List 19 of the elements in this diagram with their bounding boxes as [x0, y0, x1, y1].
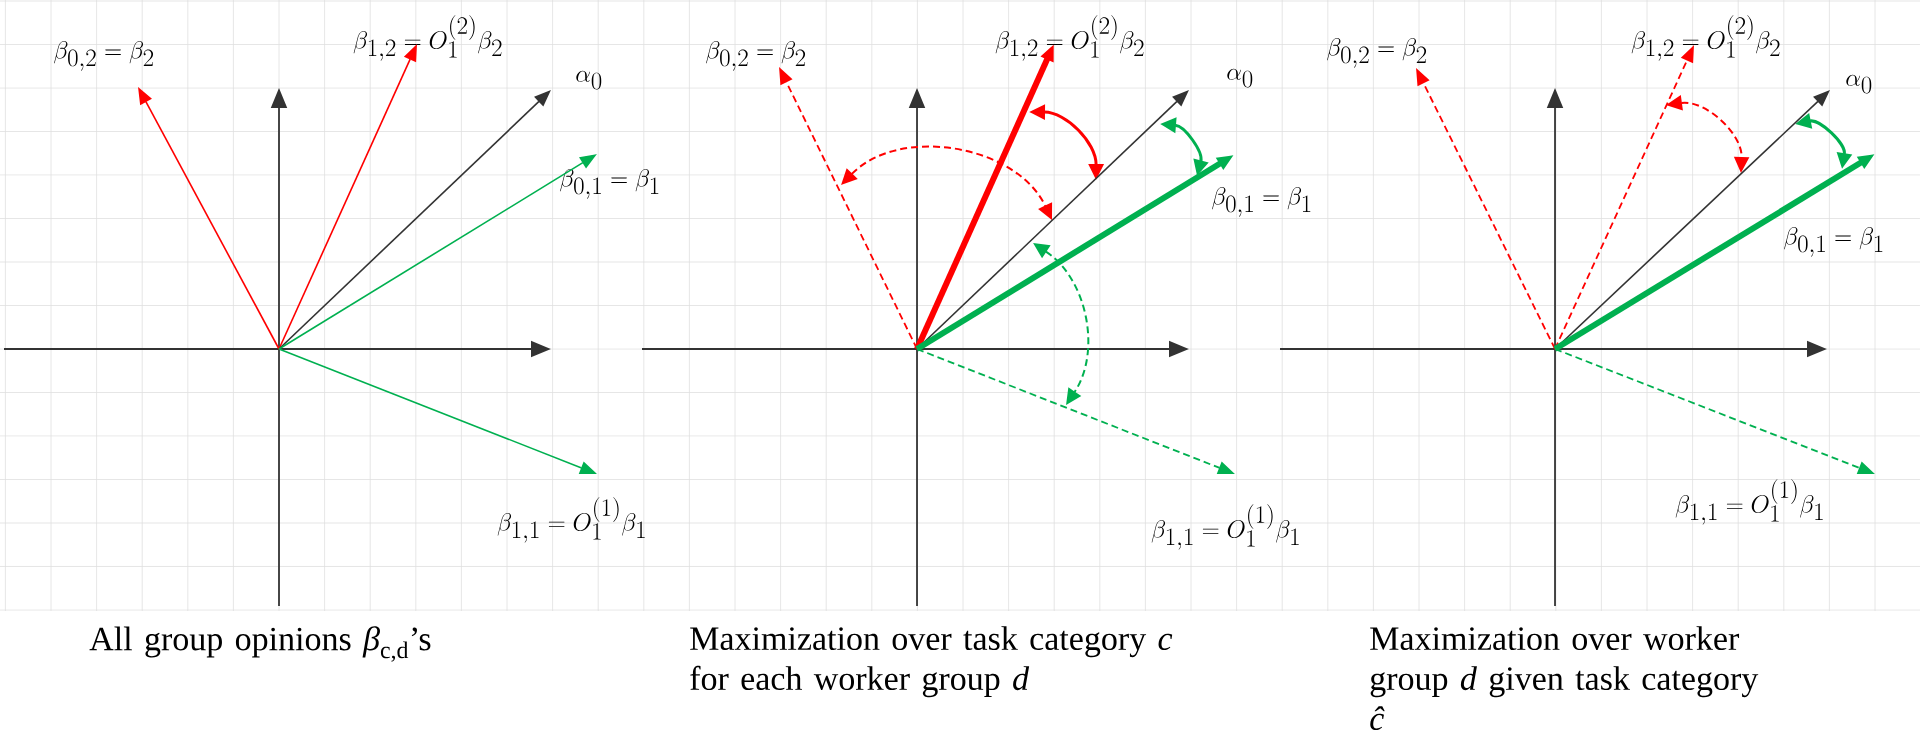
- caption: Maximization over task category c for each worker group d: [690, 626, 1173, 698]
- vector-label: $\beta_{0,1} = \beta_{1}$: [560, 168, 659, 199]
- vector-label: $\beta_{1,2} = O_{1}^{(2)}\beta_{2}$: [353, 15, 502, 61]
- vector-label: $\beta_{1,1} = O_{1}^{(1)}\beta_{1}$: [1675, 479, 1823, 525]
- vector-label: $\alpha_{0}$: [576, 70, 602, 90]
- vector-label: $\beta_{0,1} = \beta_{1}$: [1212, 186, 1311, 217]
- vector-label: $\alpha_{0}$: [1846, 74, 1872, 94]
- caption: All group opinions β$_{c,d}$’s: [89, 626, 431, 662]
- caption: Maximization over worker group d given task category ĉ: [1370, 626, 1759, 731]
- vector-label: $\beta_{0,2} = \beta_{2}$: [706, 40, 806, 71]
- vector-label: $\beta_{0,1} = \beta_{1}$: [1784, 226, 1883, 257]
- vector-arrow: [278, 90, 551, 350]
- vector-label: $\beta_{0,2} = \beta_{2}$: [54, 40, 154, 71]
- vector-label: $\beta_{1,1} = O_{1}^{(1)}\beta_{1}$: [497, 497, 645, 543]
- vector-label: $\alpha_{0}$: [1227, 68, 1253, 88]
- vector-label: $\beta_{1,2} = O_{1}^{(2)}\beta_{2}$: [995, 15, 1144, 61]
- vector-label: $\beta_{1,2} = O_{1}^{(2)}\beta_{2}$: [1631, 15, 1780, 61]
- vector-label: $\beta_{1,1} = O_{1}^{(1)}\beta_{1}$: [1151, 504, 1299, 550]
- vector-label: $\beta_{0,2} = \beta_{2}$: [1327, 37, 1427, 68]
